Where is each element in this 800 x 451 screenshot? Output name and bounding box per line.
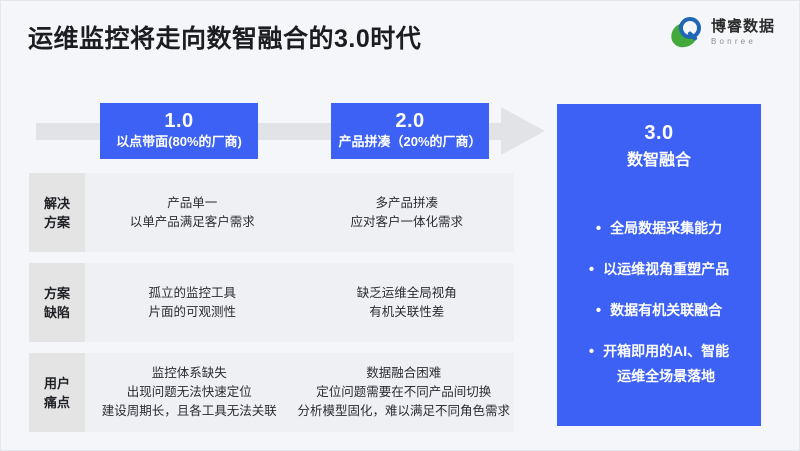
row-0-cell-0: 产品单一以单产品满足客户需求 — [85, 173, 300, 252]
stage-3-bullet-item: • 开箱即用的AI、智能 运维全场景落地 — [589, 339, 729, 389]
cell-text-line: 缺乏运维全局视角 — [356, 285, 457, 300]
stage-badge-2: 2.0 产品拼凑（20%的厂商） — [331, 103, 489, 159]
cell-text-line: 建设周期长，且各工具无法关联 — [101, 404, 277, 418]
cell-text-line: 数据融合困难 — [366, 366, 442, 380]
stage-1-number: 1.0 — [164, 110, 194, 132]
stage-3-number: 3.0 — [644, 122, 674, 144]
cell-text-line: 孤立的监控工具 — [148, 285, 236, 300]
row-cells-1: 孤立的监控工具片面的可观测性缺乏运维全局视角有机关联性差 — [85, 263, 514, 342]
row-label-0: 解决 方案 — [29, 173, 85, 252]
row-label-2: 用户 痛点 — [29, 353, 85, 432]
stage-3-bullet-text: 数据有机关联融合 — [610, 302, 723, 318]
row-2-cell-1: 数据融合困难定位问题需要在不同产品间切换分析模型固化，难以满足不同角色需求 — [293, 353, 514, 432]
bullet-dot-icon: • — [588, 261, 595, 278]
stage-3-bullet-text: 开箱即用的AI、智能 运维全场景落地 — [603, 343, 730, 384]
row-1-cell-1: 缺乏运维全局视角有机关联性差 — [300, 263, 515, 342]
row-cells-0: 产品单一以单产品满足客户需求多产品拼凑应对客户一体化需求 — [85, 173, 514, 252]
stage-2-number: 2.0 — [395, 110, 425, 132]
stage-2-subtitle: 产品拼凑（20%的厂商） — [338, 134, 482, 149]
cell-text-line: 有机关联性差 — [369, 304, 445, 319]
row-label-1: 方案 缺陷 — [29, 263, 85, 342]
cell-text-line: 分析模型固化，难以满足不同角色需求 — [297, 404, 510, 418]
stage-3-bullet-item: • 以运维视角重塑产品 — [589, 257, 729, 282]
brand-logo-text: 博睿数据 Bonree — [711, 19, 775, 46]
row-2-cell-0: 监控体系缺失出现问题无法快速定位建设周期长，且各工具无法关联 — [85, 353, 293, 432]
stage-panel-3: 3.0 数智融合 • 全局数据采集能力 • 以运维视角重塑产品 • 数据有机关联融合 • 开箱… — [557, 104, 761, 426]
cell-text-line: 片面的可观测性 — [148, 304, 236, 319]
stage-3-bullet-item: • 全局数据采集能力 — [596, 216, 722, 241]
cell-text-line: 产品单一 — [167, 195, 218, 210]
brand-logo: 博睿数据 Bonree — [668, 15, 775, 50]
comparison-row: 方案 缺陷 孤立的监控工具片面的可观测性缺乏运维全局视角有机关联性差 — [29, 263, 514, 342]
row-0-cell-1: 多产品拼凑应对客户一体化需求 — [300, 173, 515, 252]
page-title: 运维监控将走向数智融合的3.0时代 — [28, 25, 422, 53]
stage-3-bullet-text: 以运维视角重塑产品 — [603, 261, 730, 277]
stage-badge-1: 1.0 以点带面(80%的厂商) — [100, 103, 258, 159]
cell-text-line: 应对客户一体化需求 — [350, 214, 463, 229]
row-cells-2: 监控体系缺失出现问题无法快速定位建设周期长，且各工具无法关联数据融合困难定位问题… — [85, 353, 514, 432]
progress-arrow-head-icon — [501, 107, 545, 155]
cell-text-line: 多产品拼凑 — [375, 195, 438, 210]
cell-text-line: 定位问题需要在不同产品间切换 — [316, 385, 492, 399]
brand-name-en: Bonree — [710, 36, 756, 46]
stage-3-bullet-item: • 数据有机关联融合 — [596, 298, 722, 323]
bullet-dot-icon: • — [595, 220, 602, 237]
brand-name-cn: 博睿数据 — [710, 17, 775, 35]
stage-1-subtitle: 以点带面(80%的厂商) — [116, 134, 242, 149]
comparison-row: 解决 方案 产品单一以单产品满足客户需求多产品拼凑应对客户一体化需求 — [29, 173, 514, 252]
cell-text-line: 以单产品满足客户需求 — [129, 214, 255, 229]
row-1-cell-0: 孤立的监控工具片面的可观测性 — [85, 263, 300, 342]
cell-text-line: 监控体系缺失 — [151, 366, 227, 380]
bullet-dot-icon: • — [595, 302, 602, 319]
bonree-logo-mark-icon — [668, 15, 705, 50]
stage-3-bullet-text: 全局数据采集能力 — [610, 220, 723, 236]
stage-3-bullet-list: • 全局数据采集能力 • 以运维视角重塑产品 • 数据有机关联融合 • 开箱即用的AI、智能 … — [567, 216, 751, 389]
bullet-dot-icon: • — [588, 343, 595, 360]
cell-text-line: 出现问题无法快速定位 — [126, 385, 252, 399]
comparison-row: 用户 痛点 监控体系缺失出现问题无法快速定位建设周期长，且各工具无法关联数据融合… — [29, 353, 514, 432]
stage-3-subtitle: 数智融合 — [626, 152, 691, 169]
